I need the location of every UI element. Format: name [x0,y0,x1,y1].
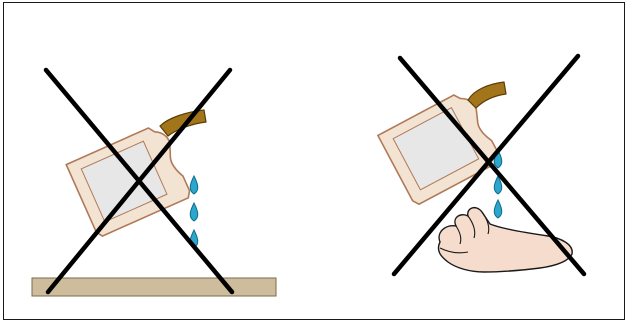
drip-drops-icon [494,150,502,218]
right-panel [378,56,584,274]
table-surface-icon [32,278,276,296]
drip-drops-icon [190,176,198,248]
left-panel [32,70,276,296]
cap-icon [468,82,506,108]
cap-icon [160,110,206,136]
